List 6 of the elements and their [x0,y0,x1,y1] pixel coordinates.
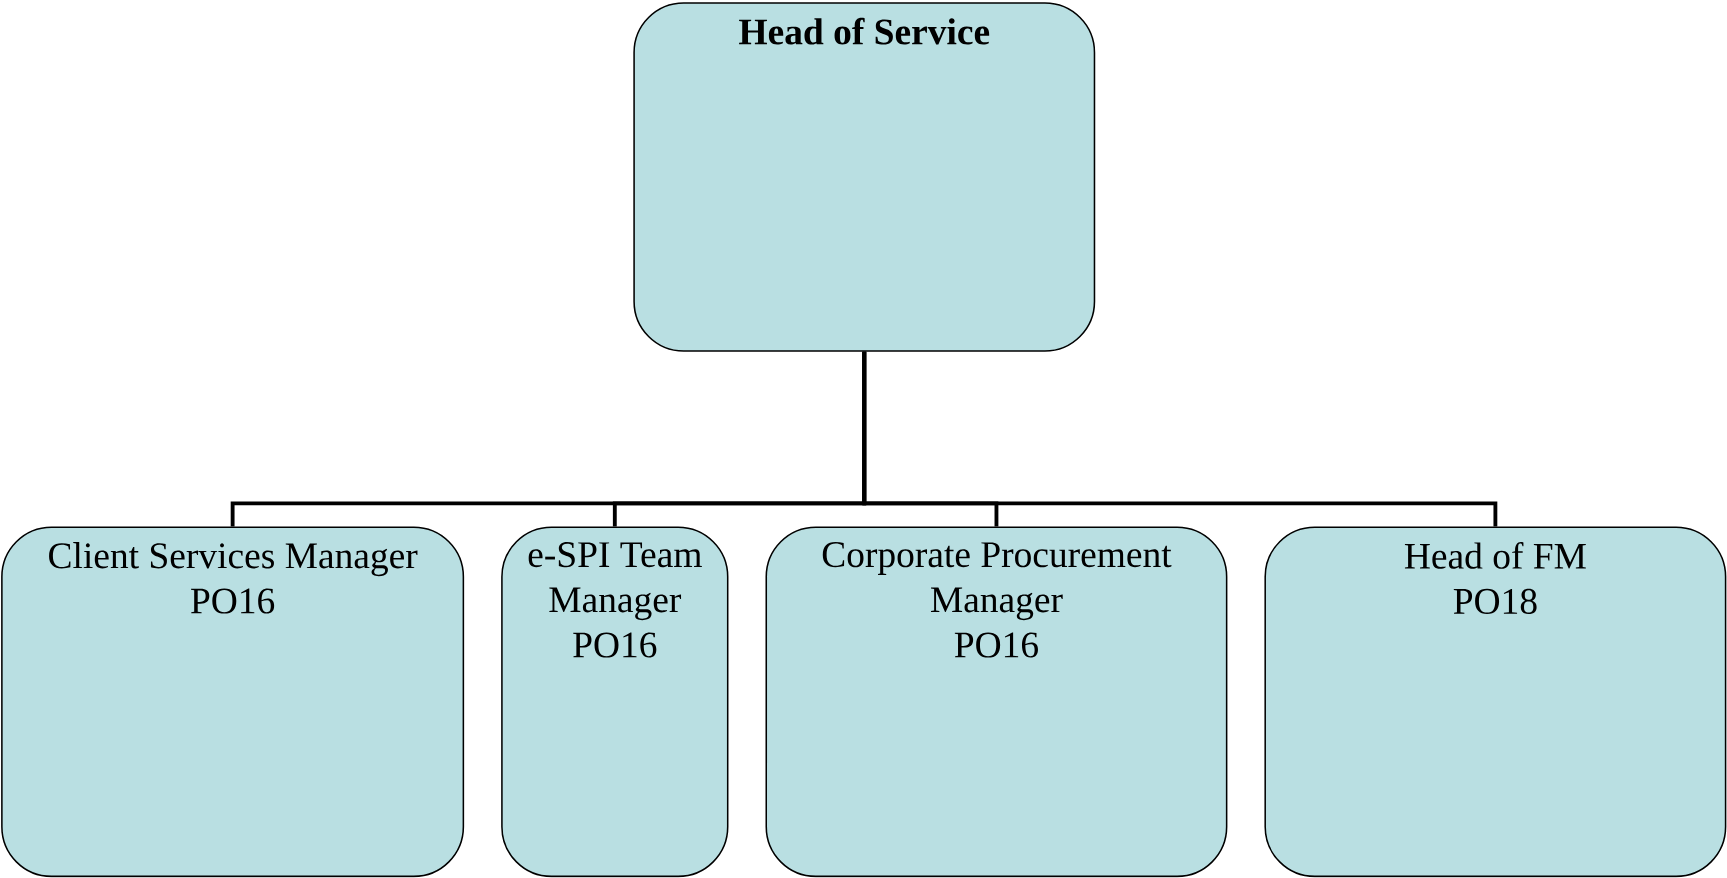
role-box: Head of Service [633,2,1096,352]
role-box: Corporate Procurement Manager PO16 [765,526,1228,878]
role-box: Head of FM PO18 [1264,526,1727,878]
role-box: Client Services Manager PO16 [1,526,465,878]
role-box: e-SPI Team Manager PO16 [501,526,729,878]
connector-line [862,351,1498,527]
